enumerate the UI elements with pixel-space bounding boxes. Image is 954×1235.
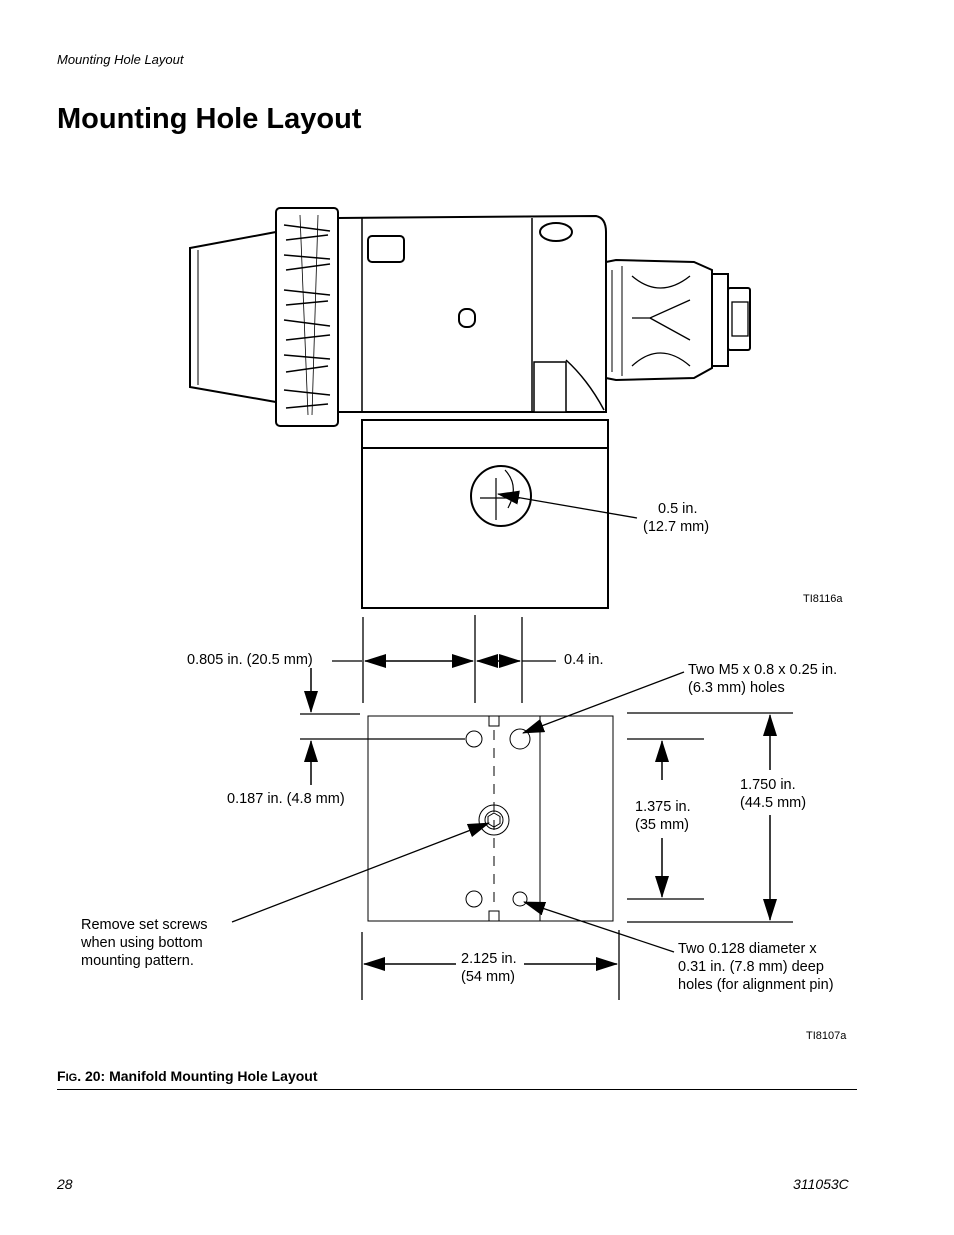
rear-fitting	[605, 258, 713, 382]
body-plug	[367, 235, 405, 263]
label-dim-1750-mm: (44.5 mm)	[740, 795, 807, 811]
caption-prefix-big: F	[57, 1068, 66, 1084]
body-port-top	[539, 222, 573, 242]
label-alignment-line2: 0.31 in. (7.8 mm) deep	[678, 959, 824, 975]
label-m5-holes-line1: Two M5 x 0.8 x 0.25 in.	[688, 662, 838, 678]
manifold-top-plate	[361, 419, 609, 449]
label-set-screws-line2: when using bottom	[81, 935, 203, 951]
document-number: 311053C	[793, 1176, 849, 1192]
side-view	[189, 207, 751, 609]
caption-text: . 20: Manifold Mounting Hole Layout	[77, 1068, 318, 1084]
leader-port	[497, 490, 638, 519]
label-alignment-line3: holes (for alignment pin)	[678, 977, 834, 993]
manifold-bottom-outline	[367, 715, 614, 922]
label-dim-1750-inch: 1.750 in.	[740, 777, 796, 793]
label-alignment-line1: Two 0.128 diameter x	[678, 941, 817, 957]
label-set-screws-line1: Remove set screws	[81, 917, 208, 933]
figure-tag-side: TI8116a	[803, 593, 843, 605]
caption-rule	[57, 1089, 857, 1090]
running-header: Mounting Hole Layout	[57, 52, 184, 67]
leader-lines	[231, 671, 685, 953]
nozzle-cone	[189, 230, 277, 404]
label-dim-1375-inch: 1.375 in.	[635, 799, 691, 815]
dimension-arrows	[304, 654, 777, 971]
page-number: 28	[57, 1176, 73, 1192]
rear-nut	[711, 273, 729, 367]
body-screw	[458, 308, 476, 328]
label-dim-0187: 0.187 in. (4.8 mm)	[227, 791, 345, 807]
mounting-hole-top-left	[465, 730, 483, 748]
label-set-screws-line3: mounting pattern.	[81, 953, 194, 969]
alignment-hole-bottom-left	[465, 890, 483, 908]
set-screw	[478, 804, 510, 836]
label-dim-04: 0.4 in.	[564, 652, 604, 668]
label-dim-2125-inch: 2.125 in.	[461, 951, 517, 967]
mounting-hole-top-right	[509, 728, 531, 750]
label-dim-0805: 0.805 in. (20.5 mm)	[187, 652, 313, 668]
fluid-port-circle	[470, 465, 532, 527]
page-title: Mounting Hole Layout	[57, 103, 362, 135]
figure-tag-bottom: TI8107a	[806, 1030, 847, 1042]
alignment-hole-bottom-right	[512, 891, 528, 907]
label-port-mm: (12.7 mm)	[643, 519, 710, 535]
bottom-view	[300, 615, 793, 1000]
figure-caption: FIG. 20: Manifold Mounting Hole Layout	[57, 1068, 318, 1084]
label-dim-1375-mm: (35 mm)	[635, 817, 689, 833]
caption-prefix-small: IG	[65, 1072, 78, 1084]
label-dim-2125-mm: (54 mm)	[461, 969, 515, 985]
label-port-inch: 0.5 in.	[658, 501, 698, 517]
label-m5-holes-line2: (6.3 mm) holes	[688, 680, 785, 696]
